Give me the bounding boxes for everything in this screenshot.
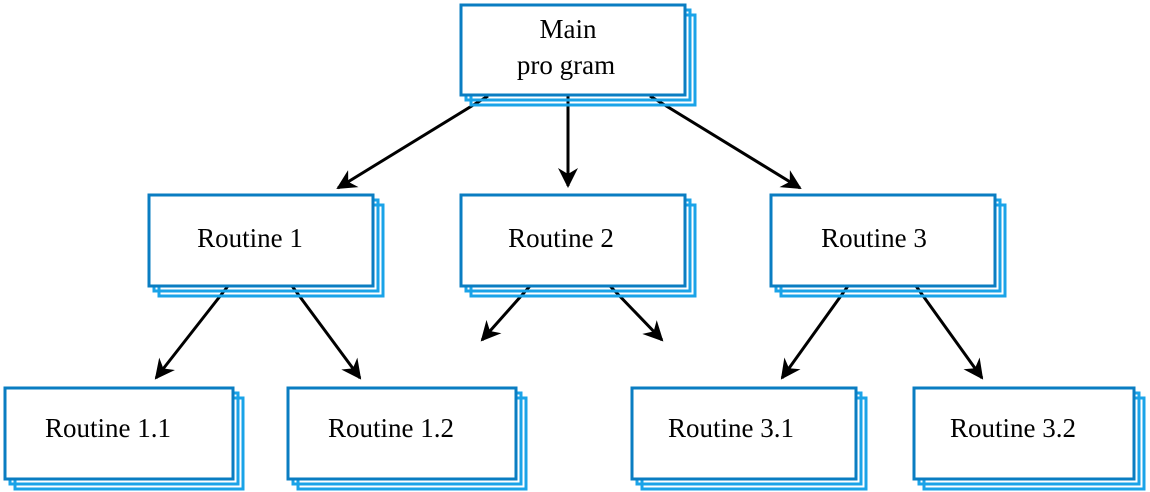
node-routine-3-1: Routine 3.1 (630, 386, 868, 491)
edge-main-to-routine-1 (336, 94, 489, 190)
node-main-program-line-1: Main (540, 14, 597, 44)
edge-routine-2-left-dangling (480, 285, 532, 342)
edge-routine-3-to-routine-3-2 (914, 285, 984, 380)
edge-routine-3-to-routine-3-1 (780, 285, 850, 380)
node-routine-1-2-label: Routine 1.2 (328, 413, 454, 443)
node-routine-1: Routine 1 (147, 193, 385, 298)
node-main-program-line-2: pro gram (517, 50, 615, 80)
node-routine-1-1: Routine 1.1 (3, 386, 245, 491)
node-routine-2-label: Routine 2 (508, 223, 614, 253)
edge-routine-1-to-routine-1-1 (154, 285, 230, 380)
node-routine-1-2: Routine 1.2 (286, 386, 528, 491)
node-routine-3: Routine 3 (769, 193, 1007, 298)
edge-main-to-routine-3 (649, 94, 802, 190)
node-routine-3-2-label: Routine 3.2 (950, 413, 1076, 443)
edge-routine-2-right-dangling (608, 284, 664, 342)
node-routine-3-label: Routine 3 (821, 223, 927, 253)
edge-routine-1-to-routine-1-2 (290, 285, 362, 380)
node-routine-1-label: Routine 1 (197, 223, 303, 253)
node-routine-3-2: Routine 3.2 (912, 386, 1146, 491)
node-routine-3-1-label: Routine 3.1 (668, 413, 794, 443)
node-routine-1-1-label: Routine 1.1 (45, 413, 171, 443)
node-routine-2: Routine 2 (459, 193, 697, 298)
node-main-program: Main pro gram (459, 3, 697, 107)
